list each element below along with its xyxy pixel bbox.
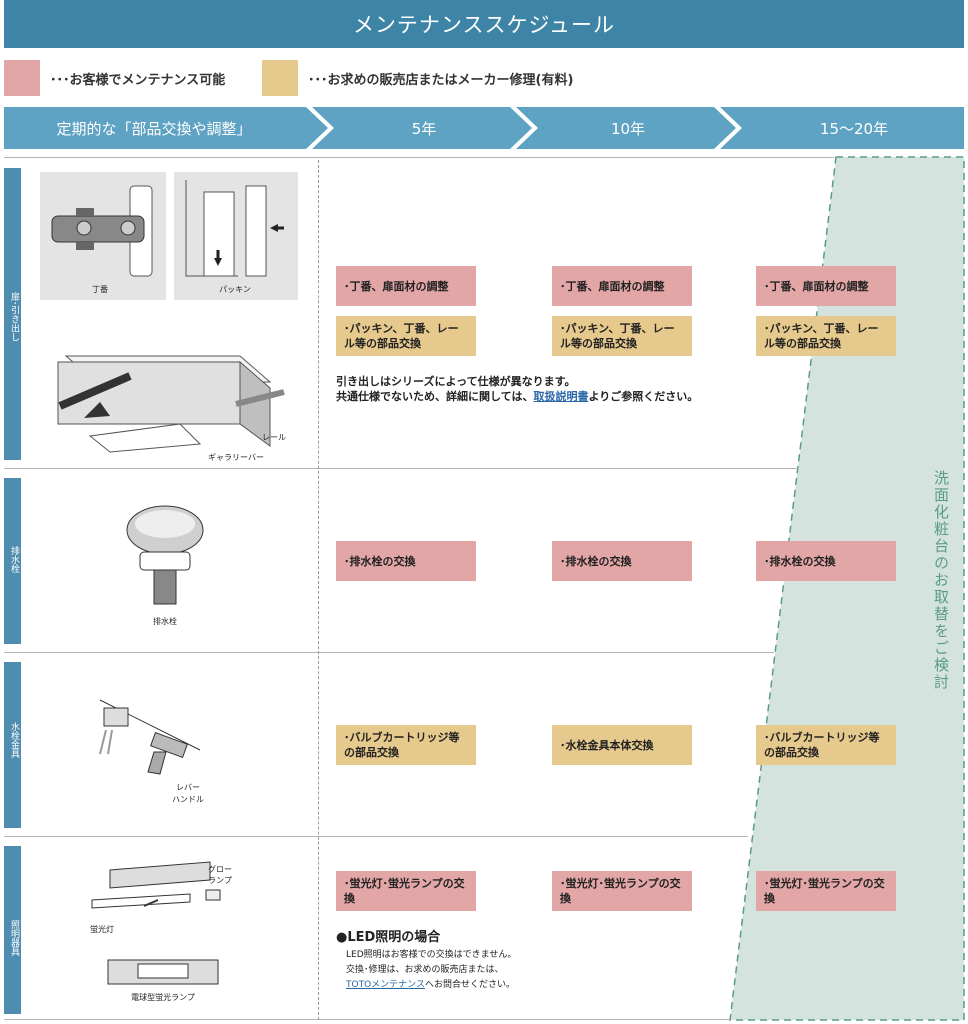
header-col-parts: 定期的な「部品交換や調整」: [56, 119, 252, 138]
header-col-10y: 10年: [610, 119, 646, 138]
row-divider-3: [4, 836, 748, 837]
header-col-15-20y: 15〜20年: [819, 119, 889, 138]
hinge-caption: 丁番: [92, 285, 108, 294]
row-divider-2: [4, 652, 774, 653]
led-note: LED照明はお客様での交換はできません。 交換･修理は、お求めの販売店または、 …: [346, 948, 706, 993]
glow-lamp-caption: グロー ランプ: [200, 864, 240, 886]
schedule-header: 定期的な「部品交換や調整」 5年 10年 15〜20年: [4, 107, 964, 149]
legend-label-customer: ･･･お客様でメンテナンス可能: [50, 72, 226, 88]
handle-caption: ハンドル: [172, 795, 204, 804]
door-parts-5y: ･パッキン、丁番、レール等の部品交換: [336, 316, 476, 356]
door-adjust-5y: ･丁番、扉面材の調整: [336, 266, 476, 306]
drawer-note-pre: 共通仕様でないため、詳細に関しては、: [336, 390, 534, 403]
hinge-icon: [51, 185, 153, 277]
glow-lamp-line1: グロー: [208, 865, 232, 874]
header-col-5y: 5年: [411, 119, 437, 138]
header-arrows: [4, 107, 964, 149]
tab-lighting: 照明器具: [4, 846, 21, 1014]
led-note-line3: TOTOメンテナンスへお問合せください。: [346, 978, 706, 993]
hinge-image: [40, 172, 166, 300]
lamp-10y: ･蛍光灯･蛍光ランプの交換: [552, 871, 692, 911]
manual-link[interactable]: 取扱説明書: [533, 390, 589, 403]
tab-drain: 排水栓: [4, 478, 21, 644]
led-heading: ●LED照明の場合: [336, 930, 441, 945]
drawer-icon: [57, 355, 285, 453]
packing-caption: パッキン: [219, 285, 251, 294]
fluorescent-caption: 蛍光灯: [90, 925, 114, 934]
legend-customer: ･･･お客様でメンテナンス可能: [4, 58, 225, 98]
faucet-body-10y: ･水栓金具本体交換: [552, 725, 692, 765]
cabinet-icon: [185, 180, 284, 277]
legend-swatch-pink: [4, 60, 40, 96]
drain-caption: 排水栓: [153, 617, 177, 626]
drawer-note-post: よりご参照ください。: [588, 390, 699, 403]
faucet-cartridge-5y: ･バルブカートリッジ等の部品交換: [336, 725, 476, 765]
gallery-bar-caption: ギャラリーバー: [208, 453, 264, 462]
drain-5y: ･排水栓の交換: [336, 541, 476, 581]
row-divider-1: [4, 468, 798, 469]
led-note-line2: 交換･修理は、お求めの販売店または、: [346, 965, 504, 975]
legend-dealer: ･･･お求めの販売店またはメーカー修理(有料): [262, 58, 573, 98]
faucet-cartridge-15y: ･バルブカートリッジ等の部品交換: [756, 725, 896, 765]
packing-image: [174, 172, 298, 300]
bulb-caption: 電球型蛍光ランプ: [131, 993, 195, 1002]
drawer-note-line2: 共通仕様でないため、詳細に関しては、取扱説明書よりご参照ください。: [336, 389, 776, 404]
door-adjust-10y: ･丁番、扉面材の調整: [552, 266, 692, 306]
legend-swatch-yellow: [262, 60, 298, 96]
drain-plug-icon: [126, 505, 204, 605]
lamp-5y: ･蛍光灯･蛍光ランプの交換: [336, 871, 476, 911]
column-divider: [318, 160, 319, 1020]
page-title: メンテナンススケジュール: [4, 0, 964, 48]
lighting-icon: [91, 861, 221, 985]
row-divider-bottom: [4, 1019, 730, 1020]
door-parts-10y: ･パッキン、丁番、レール等の部品交換: [552, 316, 692, 356]
tab-faucet: 水栓金具: [4, 662, 21, 828]
row-divider-top: [4, 157, 834, 158]
drawer-note: 引き出しはシリーズによって仕様が異なります。 共通仕様でないため、詳細に関しては…: [336, 374, 776, 404]
drawer-note-line1: 引き出しはシリーズによって仕様が異なります。: [336, 375, 576, 388]
drain-15y: ･排水栓の交換: [756, 541, 896, 581]
led-note-line1: LED照明はお客様での交換はできません。: [346, 950, 517, 960]
rail-caption: レール: [262, 433, 286, 442]
lever-caption: レバー: [176, 783, 200, 792]
drain-10y: ･排水栓の交換: [552, 541, 692, 581]
toto-maintenance-link[interactable]: TOTOメンテナンス: [346, 980, 425, 990]
faucet-icon: [99, 699, 201, 775]
glow-lamp-line2: ランプ: [208, 876, 232, 885]
door-parts-15y: ･パッキン、丁番、レール等の部品交換: [756, 316, 896, 356]
legend-label-dealer: ･･･お求めの販売店またはメーカー修理(有料): [308, 72, 574, 88]
lamp-15y: ･蛍光灯･蛍光ランプの交換: [756, 871, 896, 911]
tab-door-drawer: 扉･引き出し: [4, 168, 21, 460]
led-note-post: へお問合せください。: [424, 980, 515, 990]
replacement-note: 洗面化粧台のお取替をご検討: [932, 470, 950, 691]
door-adjust-15y: ･丁番、扉面材の調整: [756, 266, 896, 306]
